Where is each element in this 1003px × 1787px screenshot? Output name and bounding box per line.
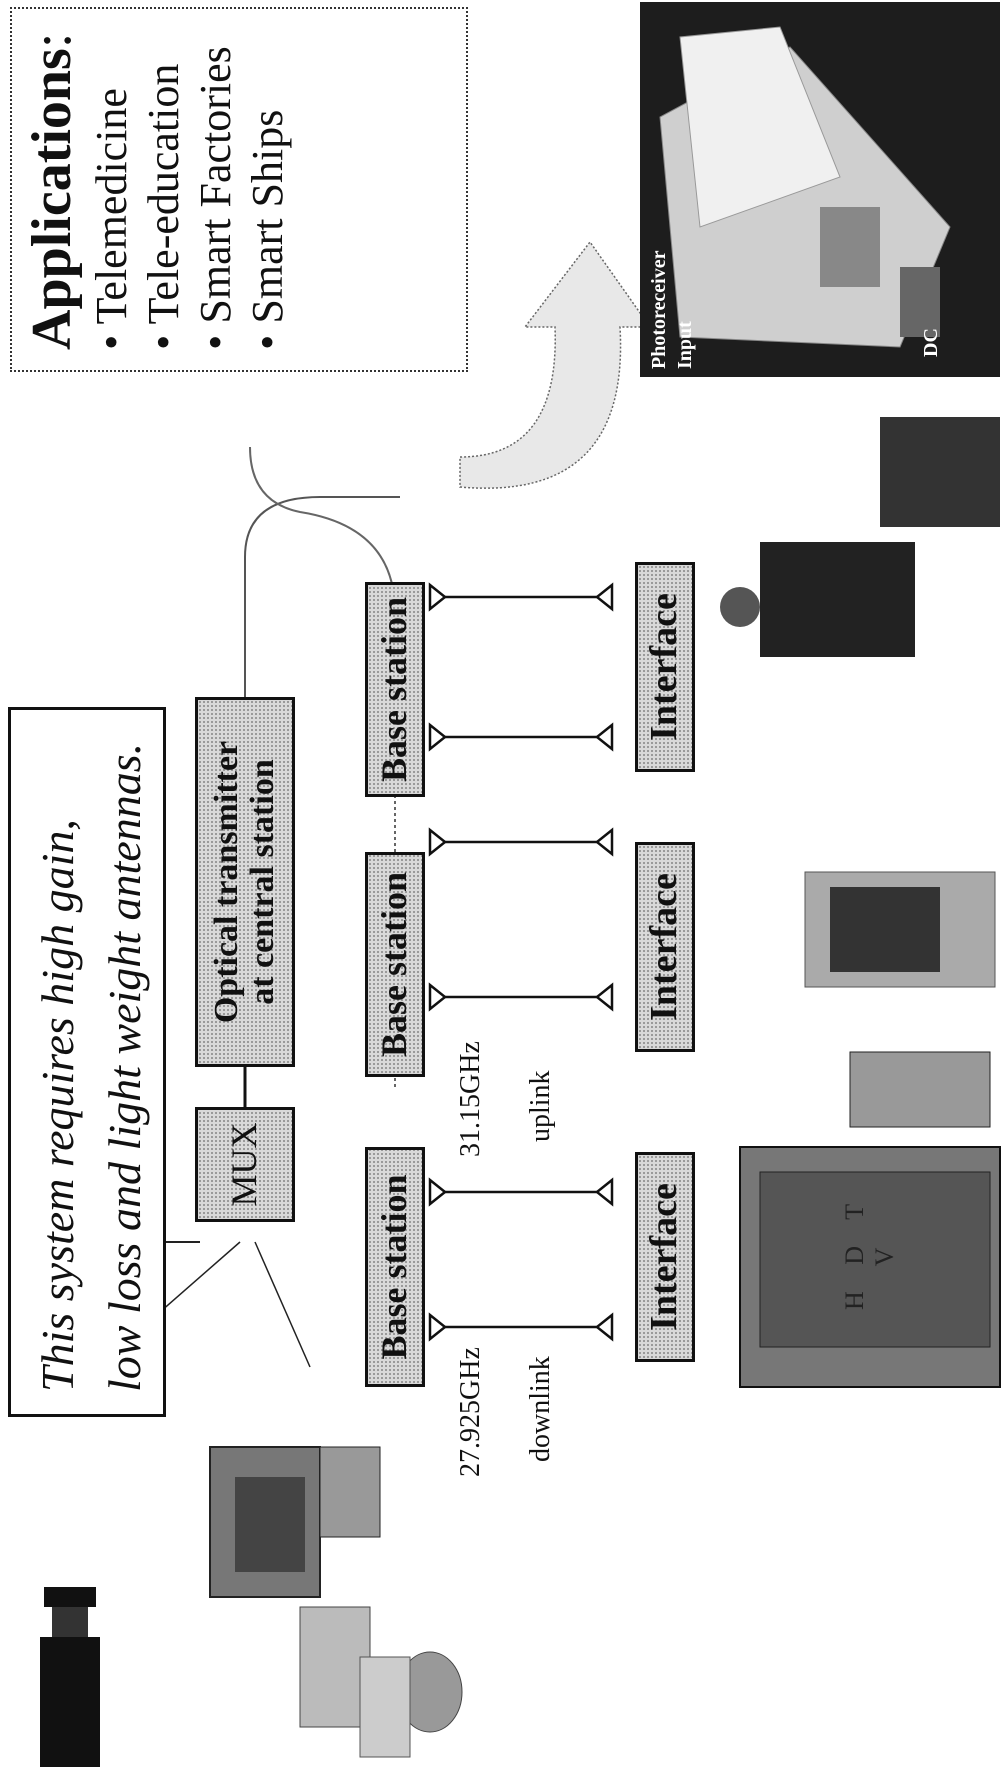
person-image-icon [720, 417, 1000, 657]
base-station-1: Base station [365, 1147, 425, 1387]
camera-icon [40, 1587, 100, 1767]
mux-label: MUX [224, 1122, 265, 1207]
applications-title: Applications: [21, 32, 83, 350]
interface-label: Interface [643, 593, 686, 741]
photoreceiver-label: Photoreceiver [648, 250, 670, 369]
application-item: • Smart Factories [190, 46, 240, 350]
downlink-frequency: 27.925GHz [455, 1347, 486, 1477]
mux-to-workstation-line [254, 1241, 311, 1368]
radio-link-arrows [428, 582, 614, 1342]
photoreceiver-photo: Photoreceiver Input DC [640, 2, 1000, 377]
interface-box-3: Interface [635, 562, 695, 772]
requirement-note: This system requires high gain, low loss… [8, 707, 166, 1417]
input-label: Input [674, 321, 696, 369]
interface-box-1: Interface [635, 1152, 695, 1362]
mux-box: MUX [195, 1107, 295, 1222]
uplink-frequency: 31.15GHz [455, 1041, 486, 1157]
uplink-label: uplink [525, 1070, 556, 1142]
interface-label: Interface [643, 1183, 686, 1331]
photoreceiver-device-icon [659, 26, 951, 348]
note-line-2: low loss and light weight antennas. [98, 742, 150, 1392]
application-item: • Telemedicine [87, 88, 136, 350]
base-station-label: Base station [374, 1174, 415, 1360]
dc-label: DC [920, 328, 942, 357]
transmitter-line-2: at central station [244, 759, 281, 1005]
base-station-label: Base station [374, 872, 415, 1058]
phone-icon [804, 871, 996, 988]
interface-box-2: Interface [635, 842, 695, 1052]
note-line-1: This system requires high gain, [32, 819, 83, 1392]
hdtv-screen-text: H D T V [840, 1194, 899, 1310]
transmitter-line-1: Optical transmitter [208, 740, 246, 1024]
fiber-bs3-loop [249, 446, 396, 613]
fiber-loop-top [244, 496, 400, 707]
interface-label: Interface [643, 873, 686, 1021]
hdtv-monitor-icon [739, 1051, 1001, 1388]
base-station-label: Base station [374, 597, 415, 783]
curved-arrow-shape [459, 240, 652, 489]
optical-transmitter-box: Optical transmitter at central station [195, 697, 295, 1067]
base-station-3: Base station [365, 582, 425, 797]
applications-panel: Applications: • Telemedicine • Tele-educ… [10, 7, 468, 372]
application-item: • Tele-education [138, 63, 188, 350]
base-station-2: Base station [365, 852, 425, 1077]
application-item: • Smart Ships [242, 109, 292, 350]
workstation-icon [209, 1446, 463, 1758]
downlink-label: downlink [525, 1356, 556, 1462]
